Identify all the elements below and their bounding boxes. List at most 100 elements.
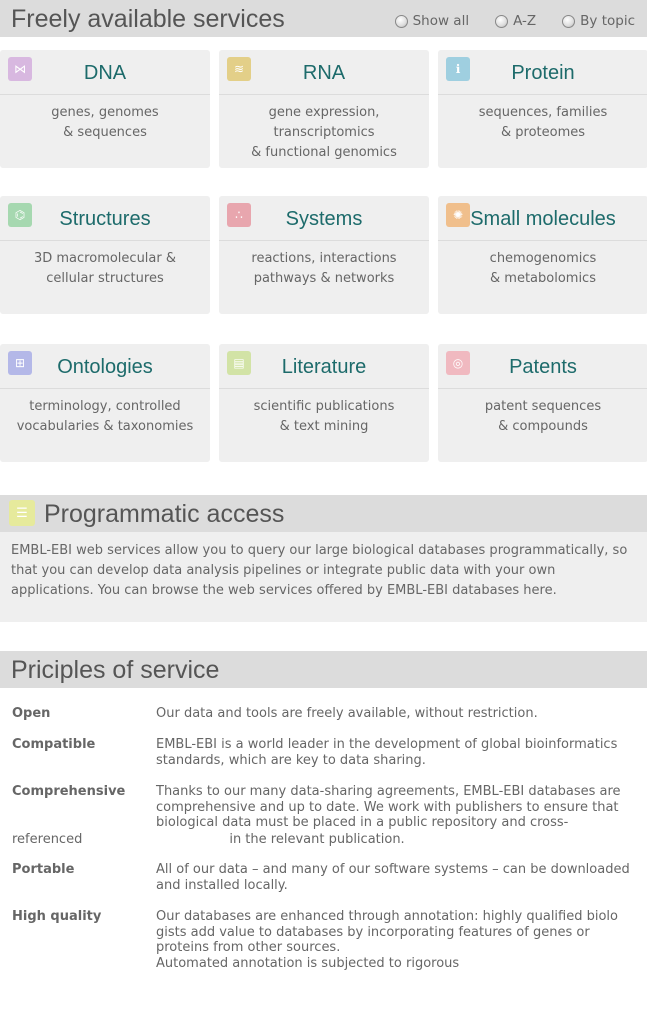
service-card-title[interactable]: Patents [509, 356, 577, 378]
programmatic-link-text[interactable]: applications. You can browse the web ser… [11, 583, 557, 598]
literature-icon: ▤ [227, 351, 251, 375]
service-card-desc-line: terminology, controlled [29, 399, 181, 414]
service-card-desc-line: chemogenomics [489, 251, 597, 266]
service-card-desc-line: & proteomes [500, 125, 586, 140]
service-card-desc: genes, genomes & sequences [0, 103, 210, 143]
service-card-desc-line: cellular structures [46, 271, 164, 286]
service-card[interactable]: ⊞ Ontologies terminology, controlled vocabu… [0, 344, 210, 462]
filter-a-z[interactable]: A-Z [495, 13, 536, 29]
service-card-desc-line: & sequences [63, 125, 147, 140]
filter-show-all[interactable]: Show all [394, 13, 469, 29]
radio-icon[interactable] [394, 14, 408, 28]
service-card-desc-line: & compounds [498, 419, 588, 434]
service-card-title[interactable]: Ontologies [57, 356, 153, 378]
service-card-desc-line: patent sequences [484, 399, 602, 414]
service-card[interactable]: ⌬ Structures 3D macromolecular & cellular s… [0, 196, 210, 314]
service-card-head: ≋ RNA [219, 50, 429, 95]
service-card-title[interactable]: DNA [83, 62, 127, 84]
rna-icon: ≋ [227, 57, 251, 81]
service-card-desc: patent sequences & compounds [438, 397, 647, 437]
radio-icon[interactable] [495, 14, 509, 28]
programmatic-title: Programmatic access [44, 500, 285, 528]
service-card-desc-line: pathways & networks [253, 271, 395, 286]
principle-term: Compatible [12, 737, 96, 752]
principle-term: Portable [12, 862, 75, 877]
principle-definition-line: standards, which are key to data sharing… [156, 752, 426, 768]
service-card-title[interactable]: Small molecules [470, 208, 616, 230]
service-card-desc: chemogenomics & metabolomics [438, 249, 647, 289]
principle-definition: All of our data – and many of our softwa… [156, 862, 641, 893]
principle-definition: EMBL-EBI is a world leader in the develo… [156, 737, 641, 768]
service-card-desc-line: & metabolomics [490, 271, 596, 286]
principle-definition: Our databases are enhanced through annot… [156, 909, 641, 971]
service-card-head: ✺Small molecules [438, 196, 647, 241]
programmatic-body: EMBL-EBI web services allow you to query… [0, 532, 647, 622]
service-card-desc: terminology, controlled vocabularies & ta… [0, 397, 210, 437]
principle-definition-line: comprehensive and up to date. We work wi… [156, 799, 619, 815]
service-card[interactable]: ✺Small molecules chemogenomics & metabolom… [438, 196, 647, 314]
service-card-desc-line: 3D macromolecular & [33, 251, 176, 266]
service-card-desc-line: & text mining [279, 419, 369, 434]
principle-definition-line: Thanks to our many data-sharing agreemen… [156, 784, 621, 799]
service-card-desc-line: reactions, interactions [251, 251, 397, 266]
principle-definition-line: proteins from other sources. [156, 940, 341, 955]
service-card-desc-line: & functional genomics [251, 145, 397, 160]
filter-bar: Show all A-Z By topic [369, 13, 635, 29]
service-card-head: ℹ Protein [438, 50, 647, 95]
service-card[interactable]: ≋ RNA gene expression, transcriptomics & fun… [219, 50, 429, 168]
principle-term: Open [12, 706, 51, 721]
service-card-desc-line: transcriptomics [273, 125, 375, 140]
filter-by-topic[interactable]: By topic [562, 13, 635, 29]
service-card-desc: 3D macromolecular & cellular structures [0, 249, 210, 289]
services-title: Freely available services [11, 5, 285, 33]
service-card-desc-line: gene expression, [268, 105, 380, 120]
protein-icon: ℹ [446, 57, 470, 81]
principle-continuation-right: in the relevant publication. [229, 831, 405, 847]
structures-icon: ⌬ [8, 203, 32, 227]
systems-icon: ∴ [227, 203, 251, 227]
ontologies-icon: ⊞ [8, 351, 32, 375]
principle-definition-line: Automated annotation is subjected to rig… [156, 955, 460, 971]
principle-definition: Thanks to our many data-sharing agreemen… [156, 784, 641, 831]
service-card[interactable]: ∴ Systems reactions, interactions pathways … [219, 196, 429, 314]
service-card-desc-line: sequences, families [478, 105, 608, 120]
principle-definition-line: biological data must be placed in a publ… [156, 815, 569, 830]
principle-definition-line: Our databases are enhanced through annot… [156, 909, 618, 924]
service-card-title[interactable]: Protein [511, 62, 575, 84]
service-card-head: ◎ Patents [438, 344, 647, 389]
principle-definition-line: Our data and tools are freely available,… [156, 706, 538, 721]
principle-term: Comprehensive [12, 784, 126, 799]
principles-header: Priciples of service [0, 651, 647, 688]
principles-title: Priciples of service [11, 656, 220, 684]
service-card-desc: gene expression, transcriptomics & functio… [219, 103, 429, 163]
service-card-title[interactable]: Structures [59, 208, 151, 230]
service-card[interactable]: ◎ Patents patent sequences & compounds [438, 344, 647, 462]
service-card-desc-line: vocabularies & taxonomies [16, 419, 194, 434]
service-card-desc: sequences, families & proteomes [438, 103, 647, 143]
small-molecules-icon: ✺ [446, 203, 470, 227]
service-card-head: ⌬ Structures [0, 196, 210, 241]
service-card-title[interactable]: RNA [302, 62, 346, 84]
radio-icon[interactable] [562, 14, 576, 28]
principle-definition: Our data and tools are freely available,… [156, 706, 641, 722]
service-card-desc: scientific publications & text mining [219, 397, 429, 437]
patents-icon: ◎ [446, 351, 470, 375]
service-card[interactable]: ▤ Literature scientific publications & text… [219, 344, 429, 462]
service-card-desc-line: scientific publications [253, 399, 395, 414]
services-header: Freely available services Show all A-Z B… [0, 0, 647, 37]
service-card-title[interactable]: Systems [285, 208, 363, 230]
service-card-desc-line: genes, genomes [51, 105, 159, 120]
service-card-head: ▤ Literature [219, 344, 429, 389]
principle-definition-line: and installed locally. [156, 877, 288, 893]
service-card-title[interactable]: Literature [281, 356, 367, 378]
principle-definition-line: All of our data – and many of our softwa… [156, 862, 630, 877]
service-card-head: ∴ Systems [219, 196, 429, 241]
service-card[interactable]: ℹ Protein sequences, families & proteomes [438, 50, 647, 168]
service-card-head: ⊞ Ontologies [0, 344, 210, 389]
principle-term: High quality [12, 909, 102, 924]
programmatic-header: ☰ Programmatic access [0, 495, 647, 532]
principle-definition-line: gists add value to databases by incorpor… [156, 924, 590, 940]
service-card-desc: reactions, interactions pathways & networ… [219, 249, 429, 289]
